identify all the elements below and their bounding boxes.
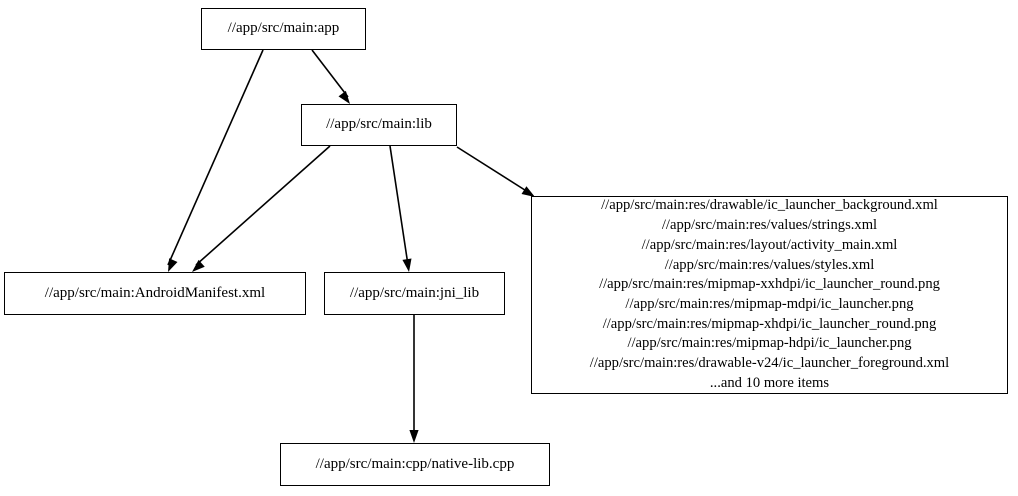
edge-app-to-lib	[311, 49, 349, 98]
edge-lib-to-jni_lib	[389, 145, 409, 266]
node-native-lib-cpp[interactable]: //app/src/main:cpp/native-lib.cpp	[280, 443, 550, 486]
node-jni-lib[interactable]: //app/src/main:jni_lib	[324, 272, 505, 315]
arrowhead-app-to-manifest	[168, 258, 178, 272]
node-lib-label: //app/src/main:lib	[326, 116, 432, 133]
node-android-manifest-label: //app/src/main:AndroidManifest.xml	[44, 284, 266, 301]
node-native-lib-cpp-label: //app/src/main:cpp/native-lib.cpp	[315, 455, 515, 472]
arrowhead-lib-to-res	[521, 186, 535, 197]
edge-lib-to-manifest	[195, 145, 331, 266]
node-app-label: //app/src/main:app	[227, 20, 340, 37]
node-android-manifest[interactable]: //app/src/main:AndroidManifest.xml	[4, 272, 306, 315]
arrowhead-lib-to-manifest	[192, 259, 205, 272]
arrowhead-lib-to-jni_lib	[402, 258, 412, 272]
edges-group	[167, 49, 535, 443]
node-res-collapsed-group-label: //app/src/main:res/drawable/ic_launcher_…	[589, 197, 950, 391]
arrowhead-jni_lib-to-native_lib	[409, 430, 419, 443]
node-app[interactable]: //app/src/main:app	[201, 8, 366, 50]
node-jni-lib-label: //app/src/main:jni_lib	[349, 284, 480, 301]
edge-lib-to-res	[456, 146, 529, 193]
arrowhead-app-to-lib	[338, 90, 350, 104]
edge-app-to-manifest	[167, 49, 264, 266]
node-res-collapsed-group[interactable]: //app/src/main:res/drawable/ic_launcher_…	[531, 196, 1008, 394]
node-lib[interactable]: //app/src/main:lib	[301, 104, 457, 146]
